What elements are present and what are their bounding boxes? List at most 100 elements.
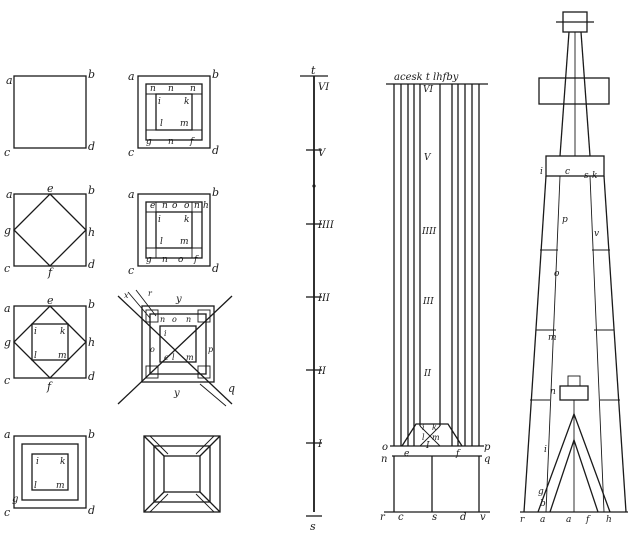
corner-line xyxy=(149,493,169,513)
label-o: o xyxy=(172,201,178,211)
elevation-mark-IIII: IIII xyxy=(421,227,437,237)
label-a: a xyxy=(6,74,13,87)
label-g: g xyxy=(146,137,152,147)
label-i: i xyxy=(422,423,425,432)
label-i: i xyxy=(36,457,39,467)
scale-mark-IIII: IIII xyxy=(317,220,335,231)
label-a: a xyxy=(4,302,11,315)
label-f: f xyxy=(455,449,461,459)
label-p: p xyxy=(208,345,213,354)
label-m: m xyxy=(180,237,189,247)
corner-line xyxy=(195,493,215,513)
square-outline xyxy=(13,193,87,267)
elevation-mark-III: III xyxy=(422,297,434,307)
label-b: b xyxy=(212,68,219,81)
label-d: d xyxy=(212,262,219,275)
elevation-mark-II: II xyxy=(423,369,432,379)
elevation-mark-VI: VI xyxy=(423,85,433,95)
measuring-scale: t s VI V IIII III II I xyxy=(300,64,335,533)
spire-label-g: g xyxy=(538,487,544,497)
label-c: c xyxy=(128,146,134,159)
label-k: k xyxy=(60,327,65,337)
spire-label-b: b xyxy=(540,499,546,509)
spire-label-f: f xyxy=(585,515,591,525)
label-x: x xyxy=(124,291,129,300)
label-m: m xyxy=(186,353,194,362)
label-m: m xyxy=(180,119,189,129)
base-label-d: d xyxy=(460,512,466,523)
outer-square xyxy=(143,435,221,513)
label-g: g xyxy=(12,494,18,505)
corner-pier xyxy=(145,365,159,379)
label-e: e xyxy=(47,294,54,307)
plan-step-3-rotated: x r y n o n i o p e l m y q xyxy=(117,289,235,407)
plan-step-1: a b n n n i k l m g n f c d xyxy=(128,68,219,159)
label-b: b xyxy=(88,68,95,81)
corner-pier xyxy=(145,309,159,323)
label-y: y xyxy=(173,388,180,399)
middle-square xyxy=(149,313,207,375)
base-label-r: r xyxy=(380,512,386,523)
square-step-1: a b c d xyxy=(4,68,95,159)
tower-side-left xyxy=(523,175,547,513)
elevation-mark-V: V xyxy=(424,153,432,163)
label-c: c xyxy=(4,506,10,519)
pinnacle-diagonal xyxy=(419,425,441,447)
label-c: c xyxy=(4,262,10,275)
label-l: l xyxy=(160,237,163,247)
label-q: q xyxy=(484,454,490,465)
label-l: l xyxy=(422,433,425,442)
label-d: d xyxy=(88,140,95,153)
corner-line xyxy=(143,491,165,513)
spire-label-c: c xyxy=(565,167,570,177)
corner-pier xyxy=(197,365,211,379)
spire-label-h: h xyxy=(606,515,612,525)
label-i: i xyxy=(164,329,167,338)
label-o: o xyxy=(172,315,177,324)
spire-label-k: k xyxy=(592,171,597,181)
corner-line xyxy=(199,491,221,513)
label-b: b xyxy=(212,186,219,199)
middle-square xyxy=(21,443,79,501)
label-e: e xyxy=(164,353,169,362)
label-g: g xyxy=(4,336,11,349)
tower-inner-right xyxy=(589,175,605,513)
label-o: o xyxy=(150,345,155,354)
tower-side-right xyxy=(603,175,627,513)
label-l: l xyxy=(160,119,163,129)
label-b: b xyxy=(88,298,95,311)
square-step-4: a b i k l m g c d xyxy=(4,428,95,519)
label-d: d xyxy=(88,370,95,383)
plan-step-2: a b e n o o n h i k l m g n o f c d xyxy=(128,186,219,277)
inner-square xyxy=(159,325,197,363)
base-label-v: v xyxy=(480,512,486,523)
label-e: e xyxy=(47,182,54,195)
square-outline xyxy=(13,435,87,509)
outer-square xyxy=(141,305,215,383)
inscribed-diamond xyxy=(13,305,87,379)
plan-step-4-perspective xyxy=(143,435,221,513)
label-n: n xyxy=(190,84,196,94)
spire-label-r: r xyxy=(520,515,525,525)
label-c: c xyxy=(4,146,10,159)
label-n: n xyxy=(168,84,174,94)
pinnacle-top xyxy=(567,375,581,387)
label-n: n xyxy=(160,315,165,324)
corner-line xyxy=(143,435,165,457)
label-h: h xyxy=(203,201,209,211)
label-f: f xyxy=(47,266,54,279)
corner-pier xyxy=(197,309,211,323)
label-f: f xyxy=(193,255,199,265)
label-h: h xyxy=(88,336,95,349)
spire-collar xyxy=(545,155,605,177)
label-g: g xyxy=(146,255,152,265)
spire-label-a: a xyxy=(566,515,571,525)
label-e: e xyxy=(404,449,409,459)
pinnacle-block xyxy=(559,385,589,401)
label-h: h xyxy=(88,226,95,239)
label-n: n xyxy=(162,201,168,211)
diagonal-guide xyxy=(135,289,157,317)
label-l: l xyxy=(34,481,37,491)
inner-square xyxy=(163,455,201,493)
